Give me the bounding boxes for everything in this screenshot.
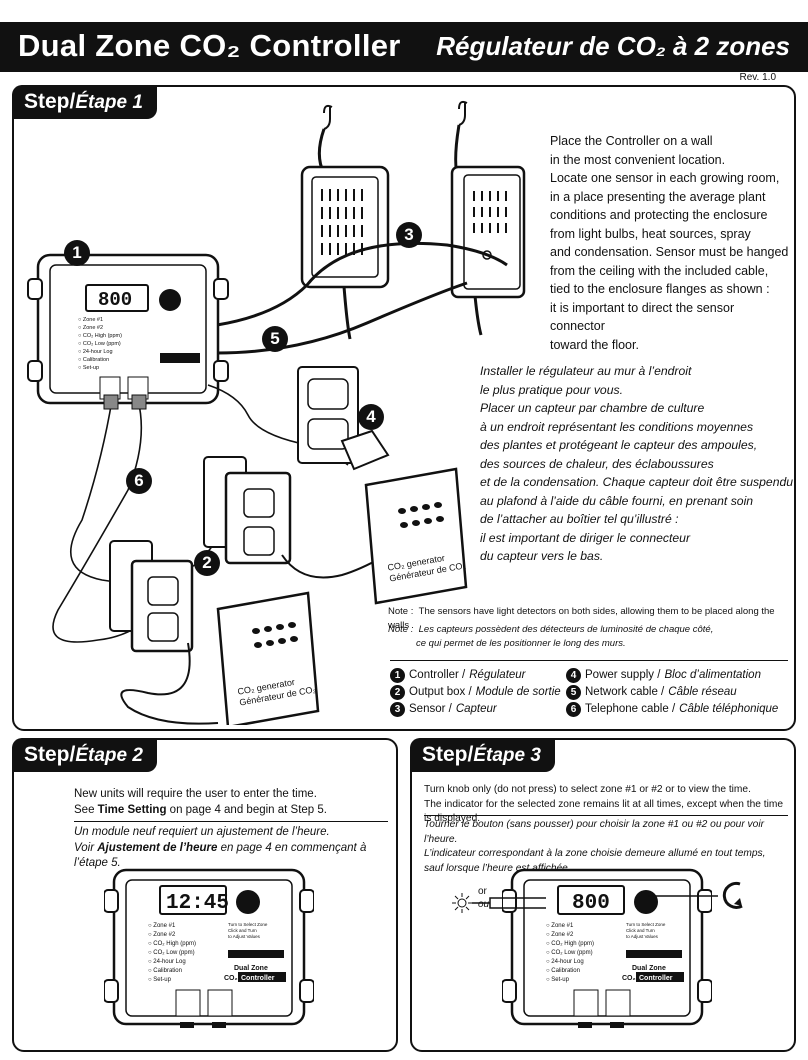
revision-label: Rev. 1.0: [739, 72, 777, 83]
network-cable-1: [216, 241, 508, 327]
svg-text:○ Zone #1: ○ Zone #1: [148, 923, 176, 929]
telephone-cable-2: [52, 399, 169, 643]
svg-text:○ Calibration: ○ Calibration: [78, 357, 109, 363]
step3-controller: 800 ○ Zone #1 ○ Zone #2 ○ CO₂ High (ppm)…: [502, 868, 712, 1028]
svg-text:○ CO₂ Low (ppm): ○ CO₂ Low (ppm): [546, 950, 593, 956]
svg-text:Turn to Select Zone: Turn to Select Zone: [228, 922, 268, 927]
svg-text:○ CO₂ Low (ppm): ○ CO₂ Low (ppm): [148, 950, 195, 956]
step3-display: 800: [572, 892, 610, 915]
svg-text:Controller: Controller: [241, 975, 275, 982]
ceiling-hook-2: [458, 100, 468, 126]
callout-5: 5: [262, 326, 288, 352]
callout-2: 2: [194, 550, 220, 576]
step2-text-en: New units will require the user to enter…: [74, 788, 327, 816]
svg-text:Turn to Select Zone: Turn to Select Zone: [626, 922, 666, 927]
ou-label: ou: [478, 899, 490, 910]
svg-text:Controller: Controller: [639, 975, 673, 982]
svg-text:Dual Zone: Dual Zone: [632, 965, 666, 972]
svg-text:○ Set-up: ○ Set-up: [148, 977, 172, 983]
svg-text:○ Set-up: ○ Set-up: [78, 365, 99, 371]
step1-label-en: Step/: [24, 90, 76, 113]
network-cable-2: [216, 281, 468, 355]
ceiling-hook-1: [323, 104, 333, 130]
step1-text-en: Place the Controller on a wall in the mo…: [550, 134, 789, 352]
controller-main: 800 ○ Zone #1 ○ Zone #2 ○ CO₂ High (ppm)…: [27, 253, 229, 405]
rotate-knob-arrow-icon: [648, 881, 743, 909]
svg-text:○ Zone #2: ○ Zone #2: [546, 932, 574, 938]
svg-text:Click and Turn: Click and Turn: [626, 928, 655, 933]
zone-indicator-bracket: [452, 893, 546, 913]
title-french: Régulateur de CO₂ à 2 zones: [436, 31, 790, 61]
svg-text:Click and Turn: Click and Turn: [228, 928, 257, 933]
step1-label: Step/Étape 1: [12, 85, 157, 119]
step3-text-en: Turn knob only (do not press) to select …: [424, 784, 783, 824]
svg-text:○ Zone #1: ○ Zone #1: [78, 317, 103, 323]
step1-illustration: 800 ○ Zone #1 ○ Zone #2 ○ CO₂ High (ppm)…: [27, 100, 526, 725]
title-bar: Dual Zone CO₂ Controller Régulateur de C…: [0, 0, 808, 88]
legend-divider: [390, 660, 788, 661]
svg-text:○ CO₂ High (ppm): ○ CO₂ High (ppm): [546, 941, 594, 947]
step3-text-fr: Tourner le bouton (sans pousser) pour ch…: [424, 819, 766, 874]
step3-label: Step/Étape 3: [410, 738, 555, 772]
or-label: or: [478, 886, 487, 897]
svg-text:○ CO₂ High (ppm): ○ CO₂ High (ppm): [78, 333, 122, 339]
output-box-2: [130, 559, 194, 653]
svg-text:○ Zone #1: ○ Zone #1: [546, 923, 574, 929]
co2-generator-2: [216, 591, 320, 725]
svg-text:Dual Zone: Dual Zone: [234, 965, 268, 972]
svg-text:○ Calibration: ○ Calibration: [546, 968, 580, 974]
step2-divider: [74, 821, 388, 822]
step2-panel: Step/Étape 2: [12, 738, 398, 1052]
step3-divider: [424, 815, 788, 816]
sensor-2: [450, 165, 526, 299]
step1-text-fr: Installer le régulateur au mur à l’endro…: [480, 364, 794, 563]
step2-display: 12:45: [166, 892, 229, 915]
svg-text:○ Zone #2: ○ Zone #2: [148, 932, 176, 938]
note-en: Note : The sensors have light detectors …: [388, 606, 775, 631]
svg-text:○ Set-up: ○ Set-up: [546, 977, 570, 983]
svg-text:to Adjust Values: to Adjust Values: [626, 934, 659, 939]
svg-text:to Adjust Values: to Adjust Values: [228, 934, 261, 939]
sensor-1: [300, 165, 390, 289]
svg-text:○ 24-hour Log: ○ 24-hour Log: [78, 349, 113, 355]
step3-panel: Step/Étape 3: [410, 738, 796, 1052]
svg-text:○ CO₂ Low (ppm): ○ CO₂ Low (ppm): [78, 341, 121, 347]
callout-6: 6: [126, 468, 152, 494]
callout-1: 1: [64, 240, 90, 266]
step2-text-fr: Un module neuf requiert un ajustement de…: [74, 826, 367, 869]
svg-text:○ 24-hour Log: ○ 24-hour Log: [546, 959, 584, 965]
step1-label-fr: Étape 1: [75, 92, 143, 113]
svg-text:CO₂: CO₂: [622, 975, 636, 982]
svg-text:○ Zone #2: ○ Zone #2: [78, 325, 103, 331]
svg-text:○ Calibration: ○ Calibration: [148, 968, 182, 974]
svg-text:○ CO₂ High (ppm): ○ CO₂ High (ppm): [148, 941, 196, 947]
callout-3: 3: [396, 222, 422, 248]
co2-generator-1: [364, 467, 468, 605]
title-english: Dual Zone CO₂ Controller: [18, 28, 401, 63]
step2-controller: 12:45 ○ Zone #1 ○ Zone #2 ○ CO₂ High (pp…: [104, 868, 314, 1028]
svg-text:○ 24-hour Log: ○ 24-hour Log: [148, 959, 186, 965]
controller-display: 800: [98, 289, 132, 311]
svg-text:CO₂: CO₂: [224, 975, 238, 982]
step2-label: Step/Étape 2: [12, 738, 157, 772]
output-box-1: [224, 471, 292, 565]
title-band: [0, 22, 808, 72]
power-supply-adapter: [340, 429, 390, 471]
step1-panel: Step/Étape 1: [12, 85, 796, 731]
note-fr: Note : Les capteurs possèdent des détect…: [388, 624, 714, 649]
callout-4: 4: [358, 404, 384, 430]
